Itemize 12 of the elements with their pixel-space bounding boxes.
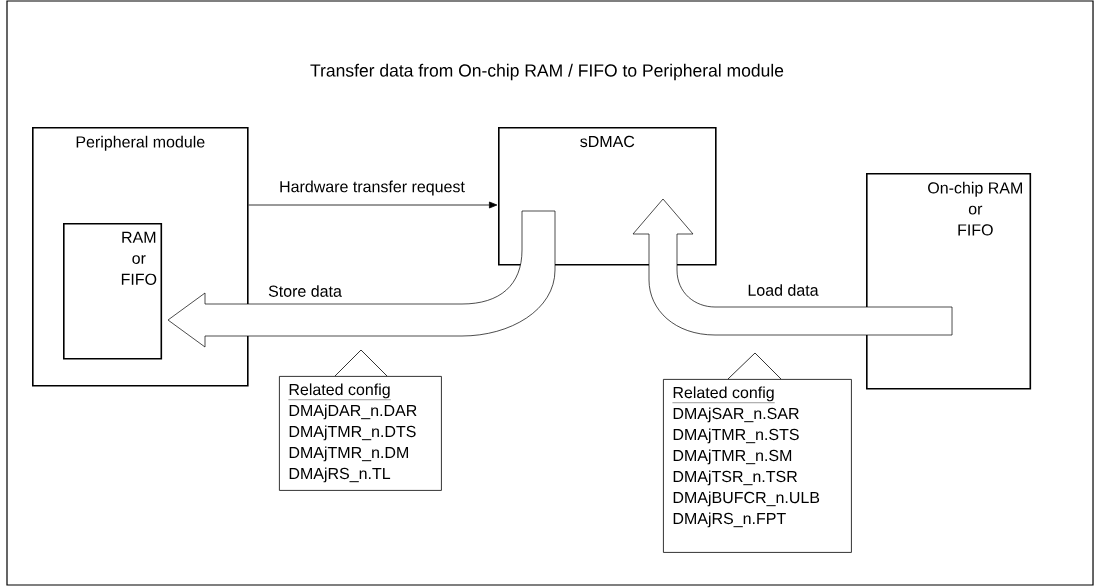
block-arrow (632, 198, 953, 336)
module-box: sDMAC (498, 127, 717, 266)
edge-label: Hardware transfer request (278, 179, 466, 197)
edge-label: Store data (267, 284, 343, 298)
module-box: On-chip RAM or FIFO (866, 173, 1032, 390)
block-arrow (167, 210, 556, 348)
config-callout: Related config DMAjSAR_n.SAR DMAjTMR_n.STS DMAjTMR_n.SM DMAjTSR_n.TSR DMAjBUFCR_n.ULB DMAjRS_n.FPT (663, 352, 852, 553)
arrow (248, 201, 498, 209)
edge-label: Load data (746, 283, 820, 297)
config-callout: Related config DMAjDAR_n.DAR DMAjTMR_n.DTS DMAjTMR_n.DM DMAjRS_n.TL (279, 349, 442, 491)
module-box: RAM or FIFO (63, 223, 163, 360)
title: Transfer data from On-chip RAM / FIFO to Peripheral module (310, 63, 784, 81)
